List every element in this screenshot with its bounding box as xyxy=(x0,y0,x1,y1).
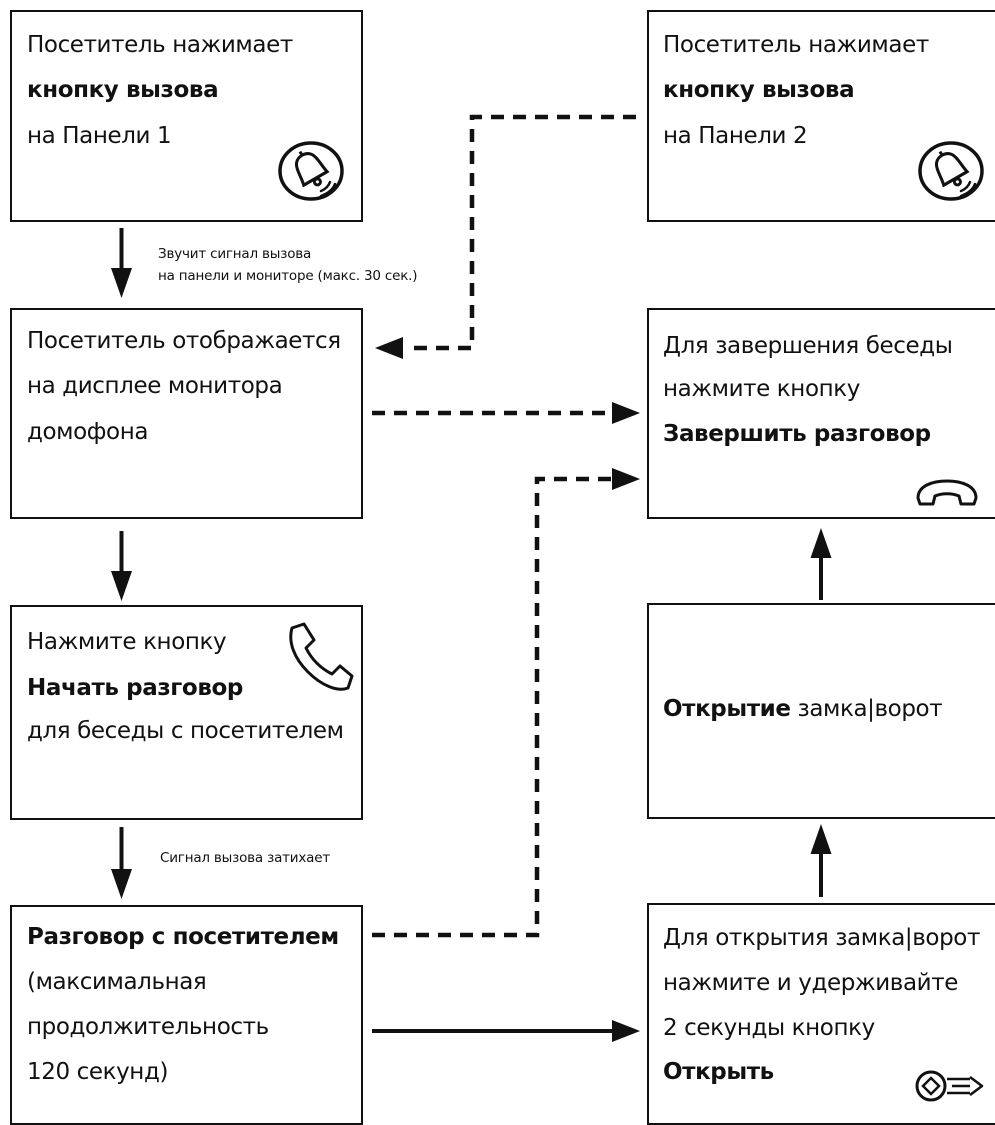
panel1-line1: Посетитель нажимает xyxy=(27,32,293,58)
key-icon xyxy=(915,1070,984,1102)
unlock-line: Открытие замка|ворот xyxy=(663,696,943,722)
unlock-bold: Открытие xyxy=(663,696,791,722)
unlock-box: Открытие замка|ворот xyxy=(647,603,995,819)
arrow-start-to-talk xyxy=(111,827,132,899)
open-line2: нажмите и удерживайте xyxy=(663,970,958,996)
ring-label-line1: Звучит сигнал вызова xyxy=(158,246,312,262)
bell-icon xyxy=(918,141,984,201)
open-line1: Для открытия замка|ворот xyxy=(663,925,980,951)
end-talk-line1: Для завершения беседы xyxy=(663,333,953,359)
bell-icon xyxy=(278,141,344,201)
ring-label-line2: на панели и мониторе (макс. 30 сек.) xyxy=(158,268,418,284)
arrow-open-to-unlock xyxy=(810,824,832,897)
talk-box: Разговор с посетителем (максимальная про… xyxy=(10,905,363,1125)
talk-line2: (максимальная xyxy=(27,969,207,995)
arrowhead-display-to-end xyxy=(612,402,640,424)
start-talk-line2: Начать разговор xyxy=(27,675,243,701)
display-line2: на дисплее монитора xyxy=(27,373,283,399)
panel2-line3: на Панели 2 xyxy=(663,123,808,149)
dashed-panel2-to-display xyxy=(405,114,636,351)
phone-handset-icon xyxy=(289,622,354,691)
arrow-panel1-to-display xyxy=(111,228,132,298)
end-talk-line3: Завершить разговор xyxy=(663,421,931,447)
panel1-line2: кнопку вызова xyxy=(27,77,219,103)
arrow-display-to-start xyxy=(111,531,132,601)
fade-label: Сигнал вызова затихает xyxy=(160,850,331,866)
end-talk-line2: нажмите кнопку xyxy=(663,376,860,402)
talk-line3: продолжительность xyxy=(27,1014,269,1040)
arrowhead-talk-to-end xyxy=(612,468,640,490)
panel2-line2: кнопку вызова xyxy=(663,77,855,103)
arrow-unlock-to-end xyxy=(810,528,832,600)
arrow-talk-to-open xyxy=(372,1020,640,1042)
unlock-rest: замка|ворот xyxy=(790,696,943,722)
display-box: Посетитель отображается на дисплее монит… xyxy=(10,308,363,519)
arrowhead-panel2-to-display xyxy=(375,337,403,359)
display-line1: Посетитель отображается xyxy=(27,328,341,354)
open-line4: Открыть xyxy=(663,1059,774,1085)
hang-up-icon xyxy=(916,479,978,506)
start-talk-line1: Нажмите кнопку xyxy=(27,629,227,655)
open-line3: 2 секунды кнопку xyxy=(663,1015,875,1041)
end-talk-box: Для завершения беседы нажмите кнопку Зав… xyxy=(647,308,995,519)
display-line3: домофона xyxy=(27,419,149,445)
panel1-line3: на Панели 1 xyxy=(27,123,172,149)
open-instructions-box: Для открытия замка|ворот нажмите и удерж… xyxy=(647,903,995,1125)
dashed-talk-to-end xyxy=(372,476,612,938)
talk-line1: Разговор с посетителем xyxy=(27,924,339,950)
panel2-line1: Посетитель нажимает xyxy=(663,32,929,58)
panel1-box: Посетитель нажимает кнопку вызова на Пан… xyxy=(10,10,363,222)
talk-line4: 120 секунд) xyxy=(27,1059,169,1085)
panel2-box: Посетитель нажимает кнопку вызова на Пан… xyxy=(647,10,995,222)
start-talk-box: Нажмите кнопку Начать разговор для бесед… xyxy=(10,605,363,820)
start-talk-line3: для беседы с посетителем xyxy=(27,718,344,744)
